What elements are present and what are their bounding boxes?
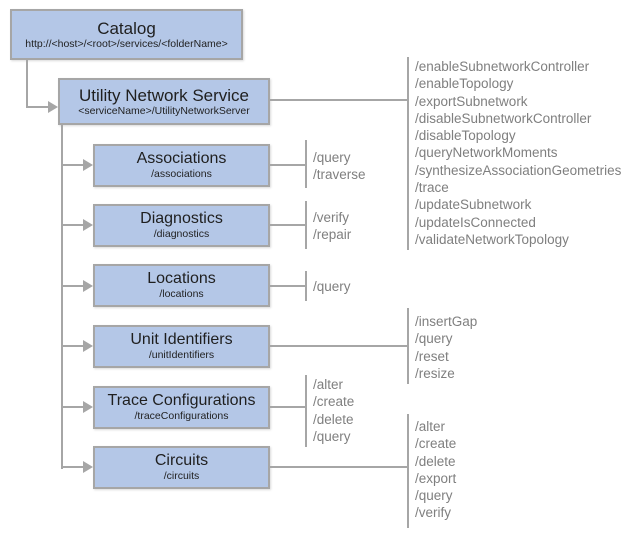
operation-label: /synthesizeAssociationGeometries [415, 162, 622, 178]
arrow-into-circuits [83, 461, 93, 473]
node-utility-network-service-subtitle: <serviceName>/UtilityNetworkServer [78, 104, 250, 117]
operations-list-locations: /query [313, 278, 351, 295]
node-associations: Associations /associations [93, 144, 270, 187]
connector-diagnostics-operations [270, 224, 305, 226]
operation-label: /alter [415, 419, 446, 434]
connector-trace-configurations-operations [270, 406, 305, 408]
node-catalog-title: Catalog [97, 18, 156, 38]
operation-label: /enableTopology [415, 76, 514, 92]
operation-label: /trace [415, 180, 449, 196]
arrow-into-utility-network-service [48, 101, 58, 113]
arrow-into-unit-identifiers [83, 340, 93, 352]
operation-label: /queryNetworkMoments [415, 145, 558, 161]
connector-stub-unit-identifiers [61, 345, 83, 347]
connector-stub-trace-configurations [61, 406, 83, 408]
arrow-into-trace-configurations [83, 401, 93, 413]
operation-label: /create [415, 436, 457, 452]
operation-label: /resize [415, 365, 455, 381]
connector-stub-diagnostics [61, 224, 83, 226]
node-locations: Locations /locations [93, 264, 270, 307]
node-trace-configurations-subtitle: /traceConfigurations [134, 410, 229, 423]
operation-label: /create [313, 394, 355, 410]
operation-label: /verify [313, 210, 350, 225]
node-diagnostics-subtitle: /diagnostics [153, 228, 210, 241]
connector-uns-operations [270, 99, 407, 101]
operation-label: /updateIsConnected [415, 214, 536, 230]
operation-label: /export [415, 470, 457, 486]
operation-label: /delete [415, 453, 456, 469]
connector-unit-identifiers-operations [270, 345, 407, 347]
operation-label: /repair [313, 227, 352, 243]
arrow-into-associations [83, 159, 93, 171]
node-circuits: Circuits /circuits [93, 446, 270, 489]
operation-label: /reset [415, 348, 449, 364]
node-utility-network-service-title: Utility Network Service [78, 85, 250, 105]
tick-circuits-operations [407, 414, 409, 528]
node-associations-subtitle: /associations [151, 168, 212, 181]
connector-stub-circuits [61, 466, 83, 468]
node-unit-identifiers-title: Unit Identifiers [130, 331, 233, 349]
tick-unit-identifiers-operations [407, 308, 409, 384]
connector-catalog-drop-vertical [26, 59, 28, 108]
tick-trace-configurations-operations [305, 375, 307, 447]
operation-label: /query [415, 331, 453, 347]
node-unit-identifiers: Unit Identifiers /unitIdentifiers [93, 325, 270, 368]
operations-list-associations: /query/traverse [313, 149, 366, 184]
node-diagnostics: Diagnostics /diagnostics [93, 204, 270, 247]
node-locations-subtitle: /locations [159, 288, 204, 301]
connector-stub-associations [61, 164, 83, 166]
tick-diagnostics-operations [305, 201, 307, 249]
operation-label: /query [313, 428, 351, 444]
node-utility-network-service: Utility Network Service <serviceName>/Ut… [58, 78, 270, 125]
connector-catalog-drop-horizontal [26, 106, 49, 108]
arrow-into-diagnostics [83, 219, 93, 231]
node-associations-title: Associations [136, 150, 227, 168]
node-circuits-subtitle: /circuits [163, 470, 200, 483]
node-unit-identifiers-subtitle: /unitIdentifiers [148, 349, 215, 362]
connector-trunk-vertical [61, 123, 63, 469]
operations-list-trace-configurations: /alter/create/delete/query [313, 376, 354, 445]
node-trace-configurations-title: Trace Configurations [107, 392, 256, 410]
operation-label: /delete [313, 411, 354, 427]
tick-locations-operations [305, 271, 307, 301]
node-diagnostics-title: Diagnostics [140, 210, 223, 228]
operation-label: /disableSubnetworkController [415, 110, 592, 126]
operation-label: /insertGap [415, 314, 478, 329]
connector-locations-operations [270, 285, 305, 287]
node-catalog-subtitle: http://<host>/<root>/services/<folderNam… [25, 37, 228, 50]
node-catalog: Catalog http://<host>/<root>/services/<f… [10, 9, 243, 60]
operation-label: /query [415, 488, 453, 504]
operations-list-unit-identifiers: /insertGap/query/reset/resize [415, 313, 477, 382]
operation-label: /exportSubnetwork [415, 93, 528, 109]
operation-label: /verify [415, 505, 452, 521]
tick-uns-operations [407, 57, 409, 250]
operations-list-diagnostics: /verify/repair [313, 209, 351, 244]
node-trace-configurations: Trace Configurations /traceConfiguration… [93, 386, 270, 429]
node-circuits-title: Circuits [154, 452, 209, 470]
operation-label: /query [313, 279, 351, 294]
operation-label: /alter [313, 377, 344, 392]
operation-label: /updateSubnetwork [415, 197, 532, 213]
connector-associations-operations [270, 164, 305, 166]
operations-list-circuits: /alter/create/delete/export/query/verify [415, 418, 456, 522]
operation-label: /enableSubnetworkController [415, 59, 590, 74]
node-locations-title: Locations [147, 270, 216, 288]
operation-label: /validateNetworkTopology [415, 231, 569, 247]
operation-label: /query [313, 150, 351, 165]
tick-associations-operations [305, 140, 307, 188]
connector-stub-locations [61, 285, 83, 287]
operation-label: /traverse [313, 167, 366, 183]
connector-circuits-operations [270, 466, 407, 468]
arrow-into-locations [83, 280, 93, 292]
operation-label: /disableTopology [415, 128, 516, 144]
operations-list-utility-network-service: /enableSubnetworkController/enableTopolo… [415, 58, 621, 248]
